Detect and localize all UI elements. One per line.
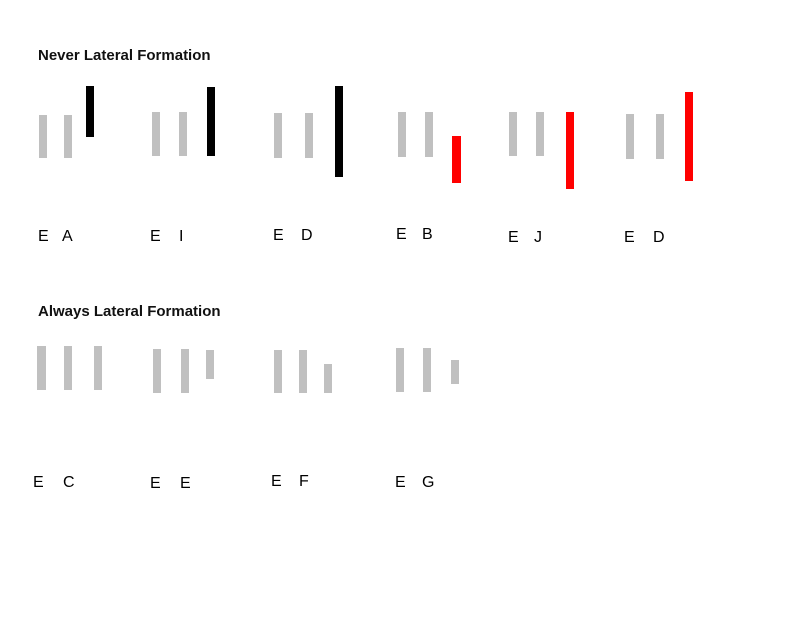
label-second-letter: J [534,229,542,246]
gray-bar [206,350,214,379]
label-first-letter: E [273,227,284,244]
gray-bar [94,346,102,390]
gray-bar [153,349,161,393]
gray-bar [656,114,664,159]
label-first-letter: E [150,475,161,492]
gray-bar [423,348,431,392]
black-bar [86,86,94,137]
section-heading-never-lateral: Never Lateral Formation [38,47,211,64]
label-second-letter: I [179,228,184,245]
gray-bar [536,112,544,156]
label-second-letter: D [653,229,665,246]
label-second-letter: C [63,474,75,491]
label-second-letter: F [299,473,309,490]
red-bar [685,92,693,181]
label-second-letter: A [62,228,73,245]
black-bar [335,86,343,177]
gray-bar [181,349,189,393]
label-first-letter: E [508,229,519,246]
label-first-letter: E [38,228,49,245]
gray-bar [37,346,46,390]
label-second-letter: G [422,474,435,491]
gray-bar [274,113,282,158]
gray-bar [396,348,404,392]
label-first-letter: E [271,473,282,490]
gray-bar [64,115,72,158]
label-first-letter: E [150,228,161,245]
gray-bar [324,364,332,393]
label-first-letter: E [33,474,44,491]
gray-bar [509,112,517,156]
black-bar [207,87,215,156]
gray-bar [299,350,307,393]
label-second-letter: D [301,227,313,244]
gray-bar [626,114,634,159]
gray-bar [425,112,433,157]
red-bar [566,112,574,189]
gray-bar [179,112,187,156]
gray-bar [64,346,72,390]
gray-bar [305,113,313,158]
gray-bar [398,112,406,157]
label-first-letter: E [395,474,406,491]
gray-bar [39,115,47,158]
red-bar [452,136,461,183]
label-first-letter: E [396,226,407,243]
label-first-letter: E [624,229,635,246]
gray-bar [451,360,459,384]
section-heading-always-lateral: Always Lateral Formation [38,303,221,320]
label-second-letter: E [180,475,191,492]
gray-bar [274,350,282,393]
label-second-letter: B [422,226,433,243]
gray-bar [152,112,160,156]
